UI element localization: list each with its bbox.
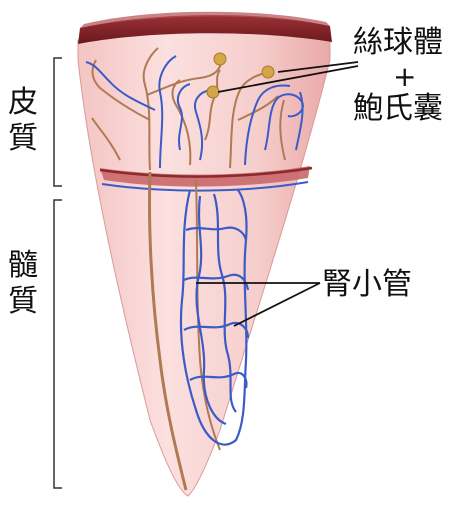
arcuate-artery [99,166,313,178]
label-renal-tubule: 腎小管 [322,267,412,302]
glomerulus-2 [206,85,220,99]
label-cortex-char1: 皮 [8,85,38,120]
cortex-artery-network [91,47,286,171]
arcuate-vein [101,181,309,192]
glomerulus-3 [261,65,275,79]
label-plus: + [393,60,416,93]
glomerulus-1 [213,52,227,66]
glomeruli [206,52,275,99]
capsule-surface [80,11,330,28]
tubule-leader-lines [196,282,321,327]
cortex-vein-network [85,55,304,169]
cortex-bracket [53,57,62,187]
vasa-recta-branch [195,179,221,451]
label-cortex-char2: 質 [8,121,38,156]
label-medulla-char1: 髓 [8,248,38,283]
renal-tubule-network [179,189,250,446]
label-medulla-char2: 質 [8,284,38,319]
capsule-cap [78,14,332,44]
label-bowman-capsule: 鮑氏囊 [353,91,443,126]
label-glomerulus: 絲球體 [353,25,443,60]
vasa-recta-artery [148,171,188,491]
medulla-bracket [53,199,62,489]
glomerulus-leader-lines [217,61,359,93]
